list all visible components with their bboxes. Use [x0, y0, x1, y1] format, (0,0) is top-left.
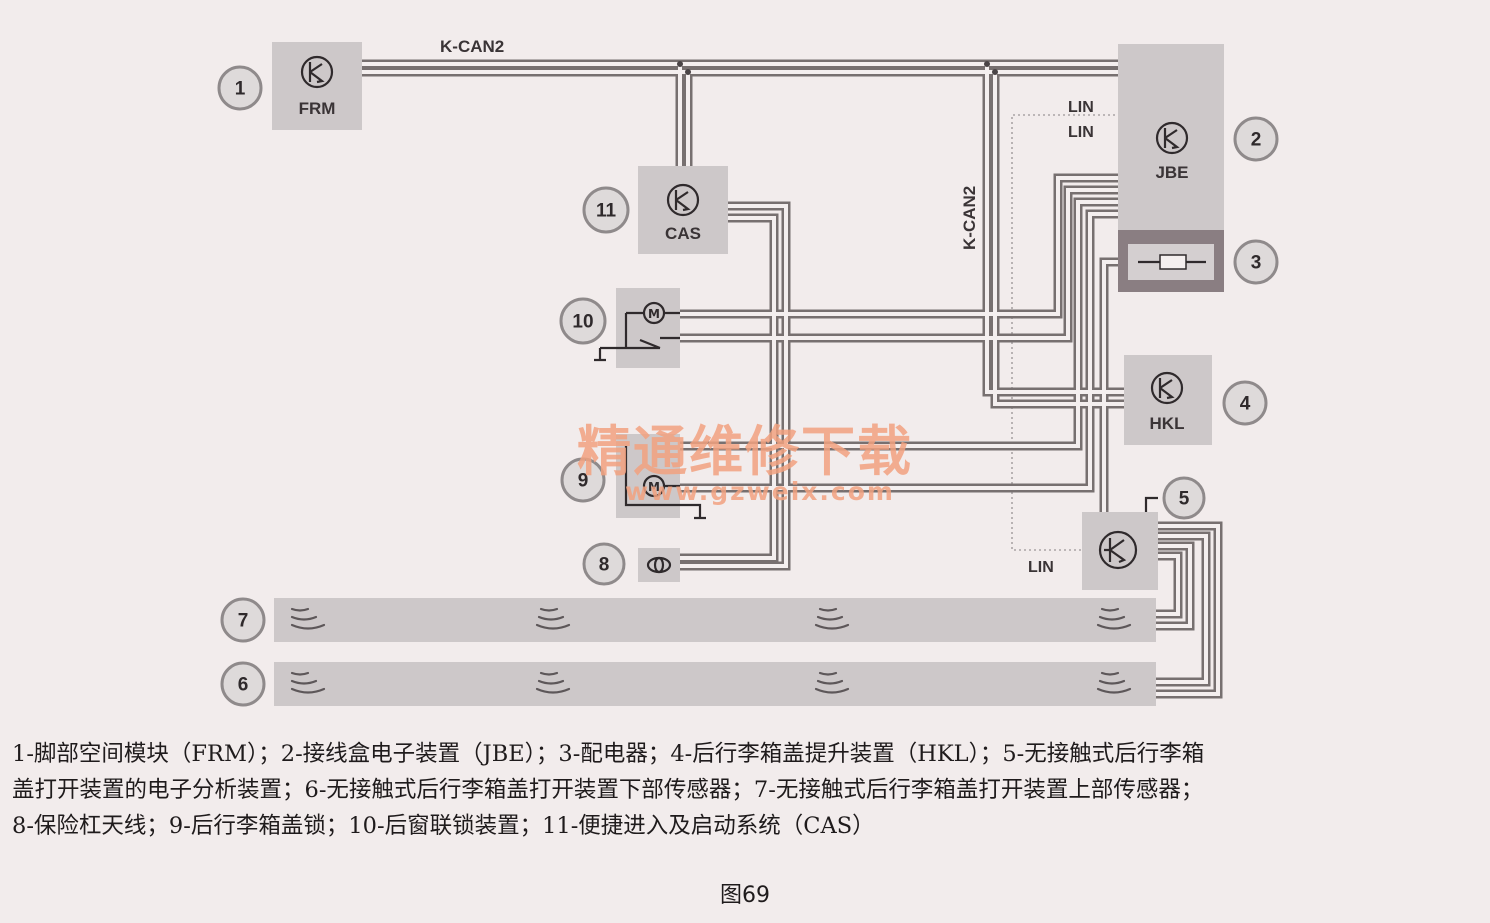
lin-label-2: LIN	[1068, 124, 1094, 141]
lin-label-1: LIN	[1068, 99, 1094, 116]
rear-window-interlock: M	[594, 288, 680, 368]
kcan-top-label: K-CAN2	[440, 37, 504, 56]
svg-text:1: 1	[235, 79, 246, 100]
evaluation-unit	[1082, 496, 1158, 590]
lin-label-3: LIN	[1028, 559, 1054, 576]
svg-text:3: 3	[1251, 253, 1262, 274]
wiring-diagram: FRM JBE CAS HKL	[217, 37, 1279, 707]
svg-text:7: 7	[238, 611, 249, 632]
trunk-lock: M	[616, 434, 706, 520]
watermark-title: 精通维修下载	[577, 420, 913, 483]
junction-dots	[677, 61, 998, 75]
transistor-icon	[1155, 121, 1189, 155]
svg-text:9: 9	[578, 471, 589, 492]
svg-text:M: M	[648, 307, 660, 321]
callout-11: 11	[582, 186, 630, 234]
callout-4: 4	[1222, 380, 1268, 426]
relay-module	[1118, 230, 1224, 292]
callout-8: 8	[582, 542, 626, 586]
callout-7: 7	[220, 597, 266, 643]
callout-1: 1	[217, 65, 263, 111]
callout-9: 9	[560, 457, 606, 503]
transistor-icon	[1150, 371, 1184, 405]
svg-text:6: 6	[238, 675, 249, 696]
svg-text:2: 2	[1251, 130, 1262, 151]
motor-icon: M	[624, 446, 706, 520]
cas-label: CAS	[665, 224, 701, 243]
cas-module: CAS	[638, 166, 728, 254]
jbe-label: JBE	[1155, 163, 1188, 182]
svg-text:4: 4	[1240, 394, 1251, 415]
svg-text:10: 10	[572, 312, 593, 333]
jbe-module: JBE	[1118, 44, 1224, 230]
wire-harness-inner	[360, 62, 1220, 696]
callout-2: 2	[1233, 116, 1279, 162]
watermark-url: www.gzweix.com	[625, 477, 895, 506]
lin-dotted-line	[1011, 114, 1120, 551]
sensor-wave-icon	[290, 607, 1132, 630]
svg-text:M: M	[648, 480, 660, 494]
lower-sensor-bar	[274, 662, 1156, 706]
frm-module: FRM	[272, 42, 362, 130]
caption-line-2: 盖打开装置的电子分析装置；6-无接触式后行李箱盖打开装置下部传感器；7-无接触式…	[12, 777, 1204, 803]
antenna-icon	[646, 556, 672, 574]
frm-label: FRM	[299, 99, 336, 118]
sensor-wave-icon	[290, 671, 1132, 694]
figure-caption: 1-脚部空间模块（FRM）；2-接线盒电子装置（JBE）；3-配电器；4-后行李…	[12, 736, 1482, 844]
motor-icon: M	[594, 301, 680, 362]
caption-line-3: 8-保险杠天线；9-后行李箱盖锁；10-后窗联锁装置；11-便捷进入及启动系统（…	[12, 813, 875, 839]
caption-line-1: 1-脚部空间模块（FRM）；2-接线盒电子装置（JBE）；3-配电器；4-后行李…	[12, 741, 1205, 767]
callout-5: 5	[1162, 476, 1206, 520]
hkl-label: HKL	[1150, 414, 1185, 433]
svg-text:5: 5	[1179, 489, 1190, 510]
svg-text:8: 8	[599, 555, 610, 576]
transistor-icon	[1098, 530, 1138, 570]
figure-title: 图69	[720, 883, 770, 908]
callout-3: 3	[1233, 239, 1279, 285]
upper-sensor-bar	[274, 598, 1156, 642]
fuse-icon	[1138, 254, 1206, 270]
callout-10: 10	[559, 297, 607, 345]
svg-text:11: 11	[596, 201, 617, 222]
bumper-antenna	[638, 548, 680, 582]
transistor-icon	[300, 55, 334, 89]
transistor-icon	[666, 183, 700, 217]
kcan-vertical-label: K-CAN2	[960, 186, 979, 250]
hkl-module: HKL	[1124, 355, 1212, 445]
callout-6: 6	[220, 661, 266, 707]
